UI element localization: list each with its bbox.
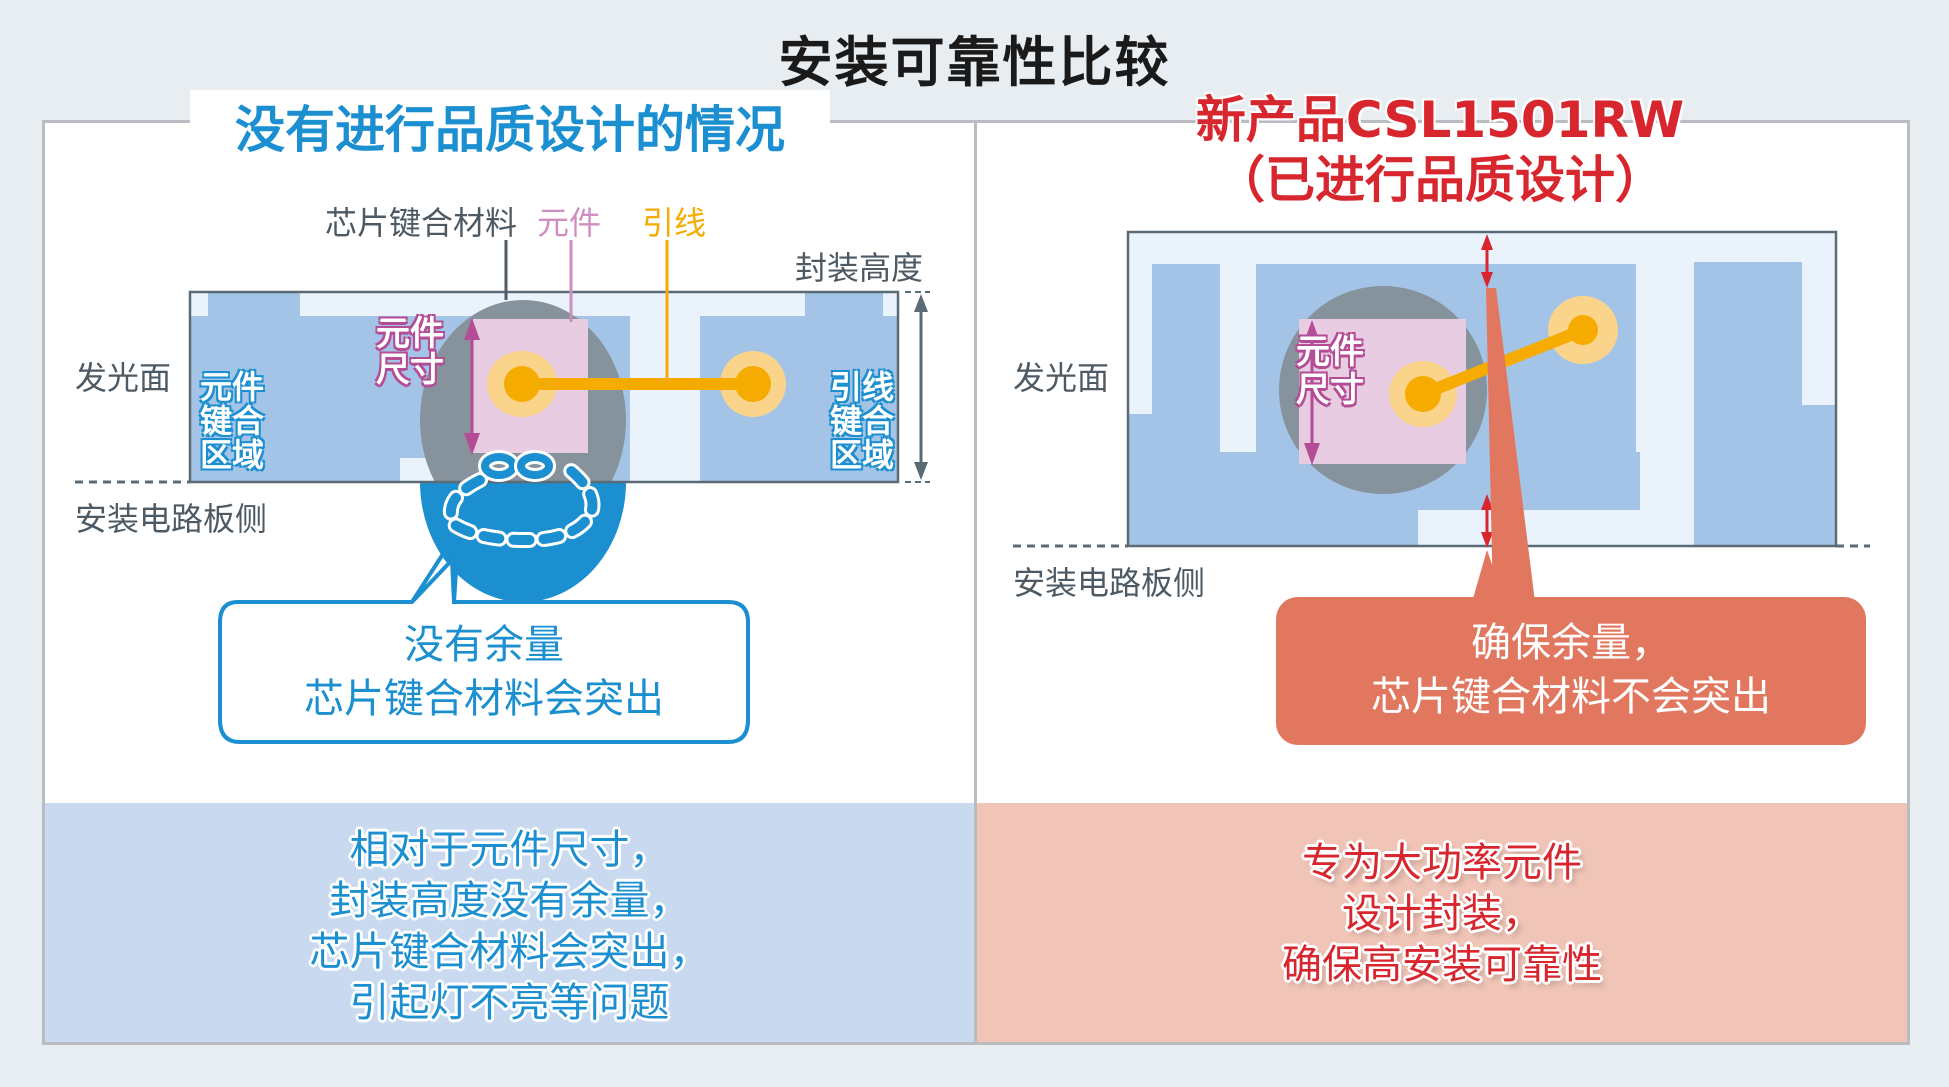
label-package-height: 封装高度	[795, 249, 924, 287]
lead-frame	[1802, 405, 1836, 546]
protrusion-highlight	[443, 450, 601, 549]
right-callout-bubble	[1276, 597, 1866, 745]
label-component-bond-area: 元件 键合 区域	[200, 370, 264, 472]
wire-bond-right	[735, 366, 771, 402]
page-title: 安装可靠性比较	[778, 31, 1171, 94]
label-emitting-side-right: 发光面	[1013, 359, 1110, 397]
arrow-heads	[1481, 234, 1493, 288]
label-component-size-right: 元件 尺寸	[1296, 333, 1364, 409]
right-heading-line1: 新产品CSL1501RW	[1195, 91, 1685, 149]
summary-line: 引起灯不亮等问题	[349, 980, 670, 1026]
package-outline	[1126, 230, 1838, 548]
label-line: 键合	[830, 402, 895, 440]
arrow-heads	[1481, 494, 1493, 548]
right-summary-text: 专为大功率元件 设计封装， 确保高安装可靠性	[977, 838, 1907, 991]
callout-pointer-top	[1486, 288, 1535, 602]
right-heading-line2: （已进行品质设计）	[1215, 151, 1665, 209]
lead-frame-right	[1694, 262, 1802, 546]
label-line: 尺寸	[1296, 370, 1364, 410]
label-board-side-left: 安装电路板侧	[75, 500, 268, 538]
package-outline	[188, 290, 900, 484]
label-line: 元件	[1296, 332, 1364, 372]
right-summary-box	[977, 803, 1907, 1042]
left-summary-box	[45, 803, 974, 1042]
label-emitting-side-left: 发光面	[75, 359, 172, 397]
label-component: 元件	[537, 204, 602, 242]
lead-frame-top	[805, 292, 883, 322]
label-wire-bond-area: 引线 键合 区域	[830, 370, 894, 472]
label-line: 区域	[830, 436, 895, 474]
callout-line: 没有余量	[404, 622, 564, 668]
wire-bond-left	[1405, 376, 1441, 412]
label-lead-wire: 引线	[642, 204, 707, 242]
callout-pointer	[410, 538, 454, 604]
label-line: 尺寸	[376, 350, 444, 390]
left-heading: 没有进行品质设计的情况	[190, 90, 830, 162]
summary-line: 设计封装，	[1342, 891, 1542, 937]
left-callout-bubble	[218, 555, 750, 744]
summary-line: 专为大功率元件	[1302, 840, 1582, 886]
left-callout-text: 没有余量 芯片键合材料会突出	[220, 618, 748, 726]
right-callout-text: 确保余量， 芯片键合材料不会突出	[1276, 616, 1866, 724]
wire-bond-left	[504, 366, 540, 402]
summary-line: 芯片键合材料会突出，	[309, 929, 710, 975]
label-line: 引线	[830, 368, 895, 406]
label-line: 元件	[376, 314, 444, 354]
summary-line: 确保高安装可靠性	[1282, 942, 1602, 988]
right-package	[1128, 232, 1836, 546]
summary-line: 封装高度没有余量，	[329, 878, 690, 924]
callout-line: 芯片键合材料不会突出	[1371, 674, 1771, 720]
label-component-size-left: 元件 尺寸	[376, 316, 444, 388]
callout-line: 确保余量，	[1471, 620, 1671, 666]
right-heading: 新产品CSL1501RW （已进行品质设计）	[1190, 90, 1690, 210]
callout-line: 芯片键合材料会突出	[304, 676, 664, 722]
lead-frame	[1152, 264, 1220, 414]
callout-pointer-bottom	[1472, 550, 1505, 602]
label-die-attach: 芯片键合材料	[325, 204, 518, 242]
label-board-side-right: 安装电路板侧	[1013, 564, 1206, 602]
wire-bond-right	[1568, 315, 1598, 345]
label-line: 键合	[200, 402, 265, 440]
summary-line: 相对于元件尺寸，	[349, 827, 670, 873]
left-summary-text: 相对于元件尺寸， 封装高度没有余量， 芯片键合材料会突出， 引起灯不亮等问题	[45, 825, 974, 1029]
label-line: 区域	[200, 436, 265, 474]
label-line: 元件	[200, 368, 265, 406]
callout-pointer	[452, 539, 460, 603]
